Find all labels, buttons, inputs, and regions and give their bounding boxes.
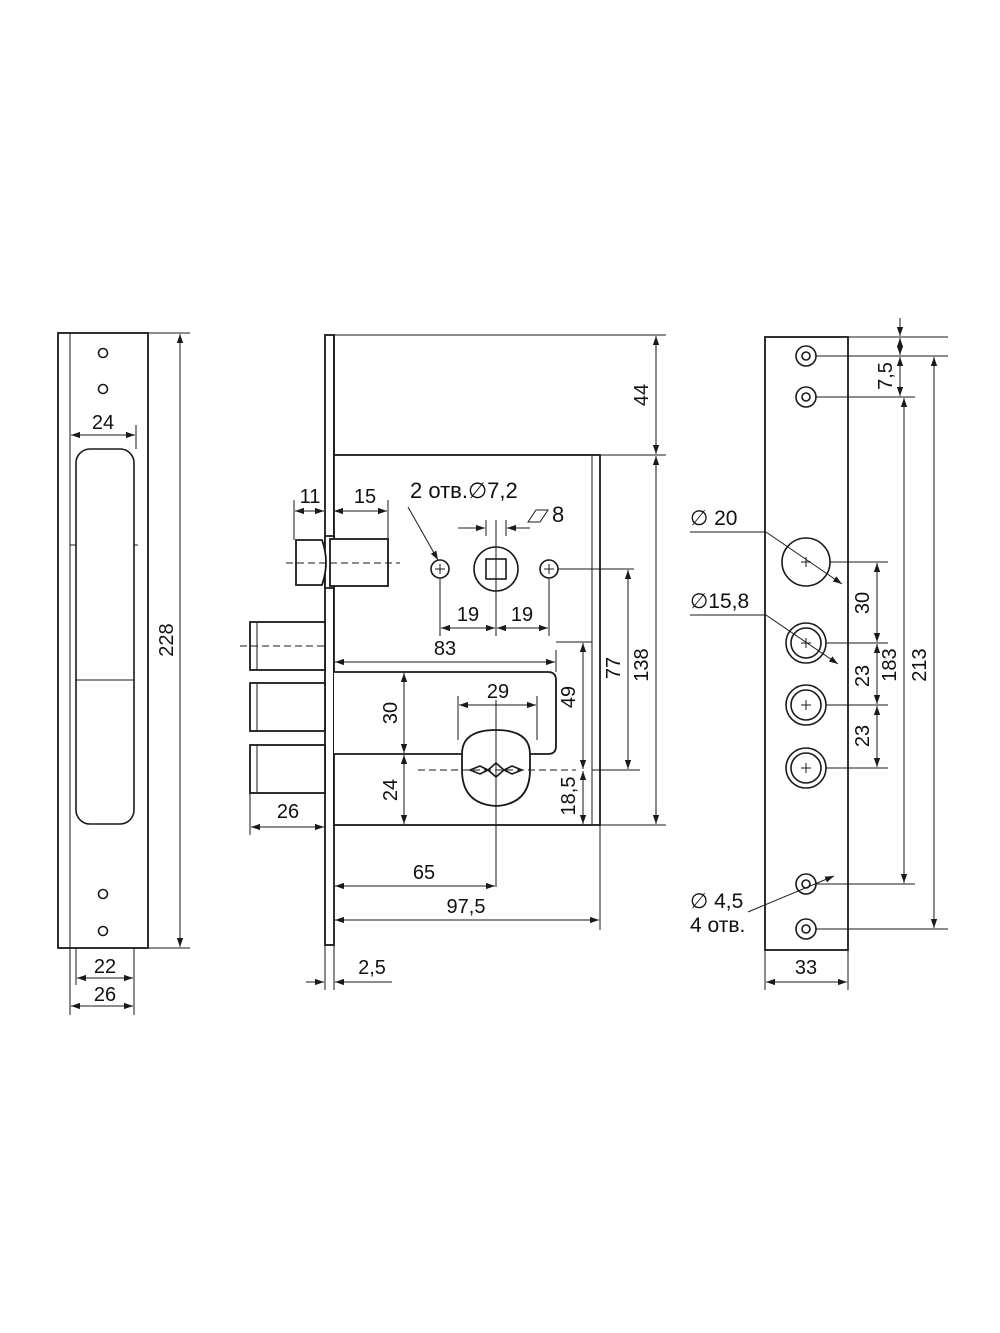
dim-front-top-offset: 44 [631, 384, 653, 406]
faceplate-dia-small: ∅ 4,5 [690, 890, 743, 913]
dim-front-bolt-span: 83 [434, 638, 456, 660]
side-hole-2 [97, 383, 109, 395]
dim-faceplate-gap-3: 23 [852, 725, 874, 747]
dim-side-inner-width: 22 [94, 956, 116, 978]
dim-front-cutout-side: 49 [558, 686, 580, 708]
dim-front-lower-offset: 24 [380, 779, 402, 801]
front-mount-hole-left [430, 559, 450, 579]
front-holes-callout: 2 отв.∅7,2 [410, 478, 518, 503]
front-faceplate [324, 334, 335, 946]
dim-side-height: 228 [156, 623, 178, 656]
dim-front-hole-to-key: 77 [603, 657, 625, 679]
dim-front-cutout-height: 30 [380, 702, 402, 724]
faceplate-dia-medium: ∅15,8 [690, 590, 749, 613]
dim-front-cylinder-width: 29 [487, 681, 509, 703]
dim-front-hole-right: 19 [511, 604, 533, 626]
dim-faceplate-top-margin: 7,5 [875, 362, 897, 390]
side-hole-1 [97, 347, 109, 359]
dim-side-width-top: 24 [92, 412, 114, 434]
dim-front-backset: 65 [413, 862, 435, 884]
faceplate-hole-count: 4 отв. [690, 914, 745, 937]
dim-front-bolt-throw: 26 [277, 801, 299, 823]
front-square-callout: 8 [552, 502, 564, 527]
dim-front-latch-body: 15 [354, 486, 376, 508]
dim-front-plate-thickness: 2,5 [358, 957, 386, 979]
dim-faceplate-gap-2: 23 [852, 665, 874, 687]
dim-faceplate-inner-span: 183 [879, 648, 901, 681]
dim-faceplate-outer-span: 213 [909, 648, 931, 681]
dim-front-case-height: 138 [631, 648, 653, 681]
dim-faceplate-width: 33 [795, 957, 817, 979]
dim-front-key-offset: 18,5 [558, 777, 580, 816]
faceplate-dia-large: ∅ 20 [690, 507, 738, 530]
dim-front-latch-width: 11 [300, 486, 321, 508]
front-bolt-2 [249, 682, 326, 732]
front-bolt-3 [249, 744, 326, 794]
side-hole-3 [97, 888, 109, 900]
dim-front-case-depth: 97,5 [447, 896, 486, 918]
dim-front-hole-left: 19 [457, 604, 479, 626]
dim-side-outer-width: 26 [94, 984, 116, 1006]
dim-faceplate-gap-1: 30 [852, 592, 874, 614]
square-symbol-icon [527, 509, 549, 523]
faceplate-view: 30 23 23 183 213 7,5 ∅ 20 ∅15,8 ∅ 4,5 4 … [690, 318, 948, 990]
side-hole-4 [97, 925, 109, 937]
side-view: 24 228 22 26 [57, 332, 190, 1015]
front-view: 19 19 2 отв.∅7,2 8 11 15 83 29 [240, 334, 666, 990]
side-lock-body [75, 448, 135, 825]
